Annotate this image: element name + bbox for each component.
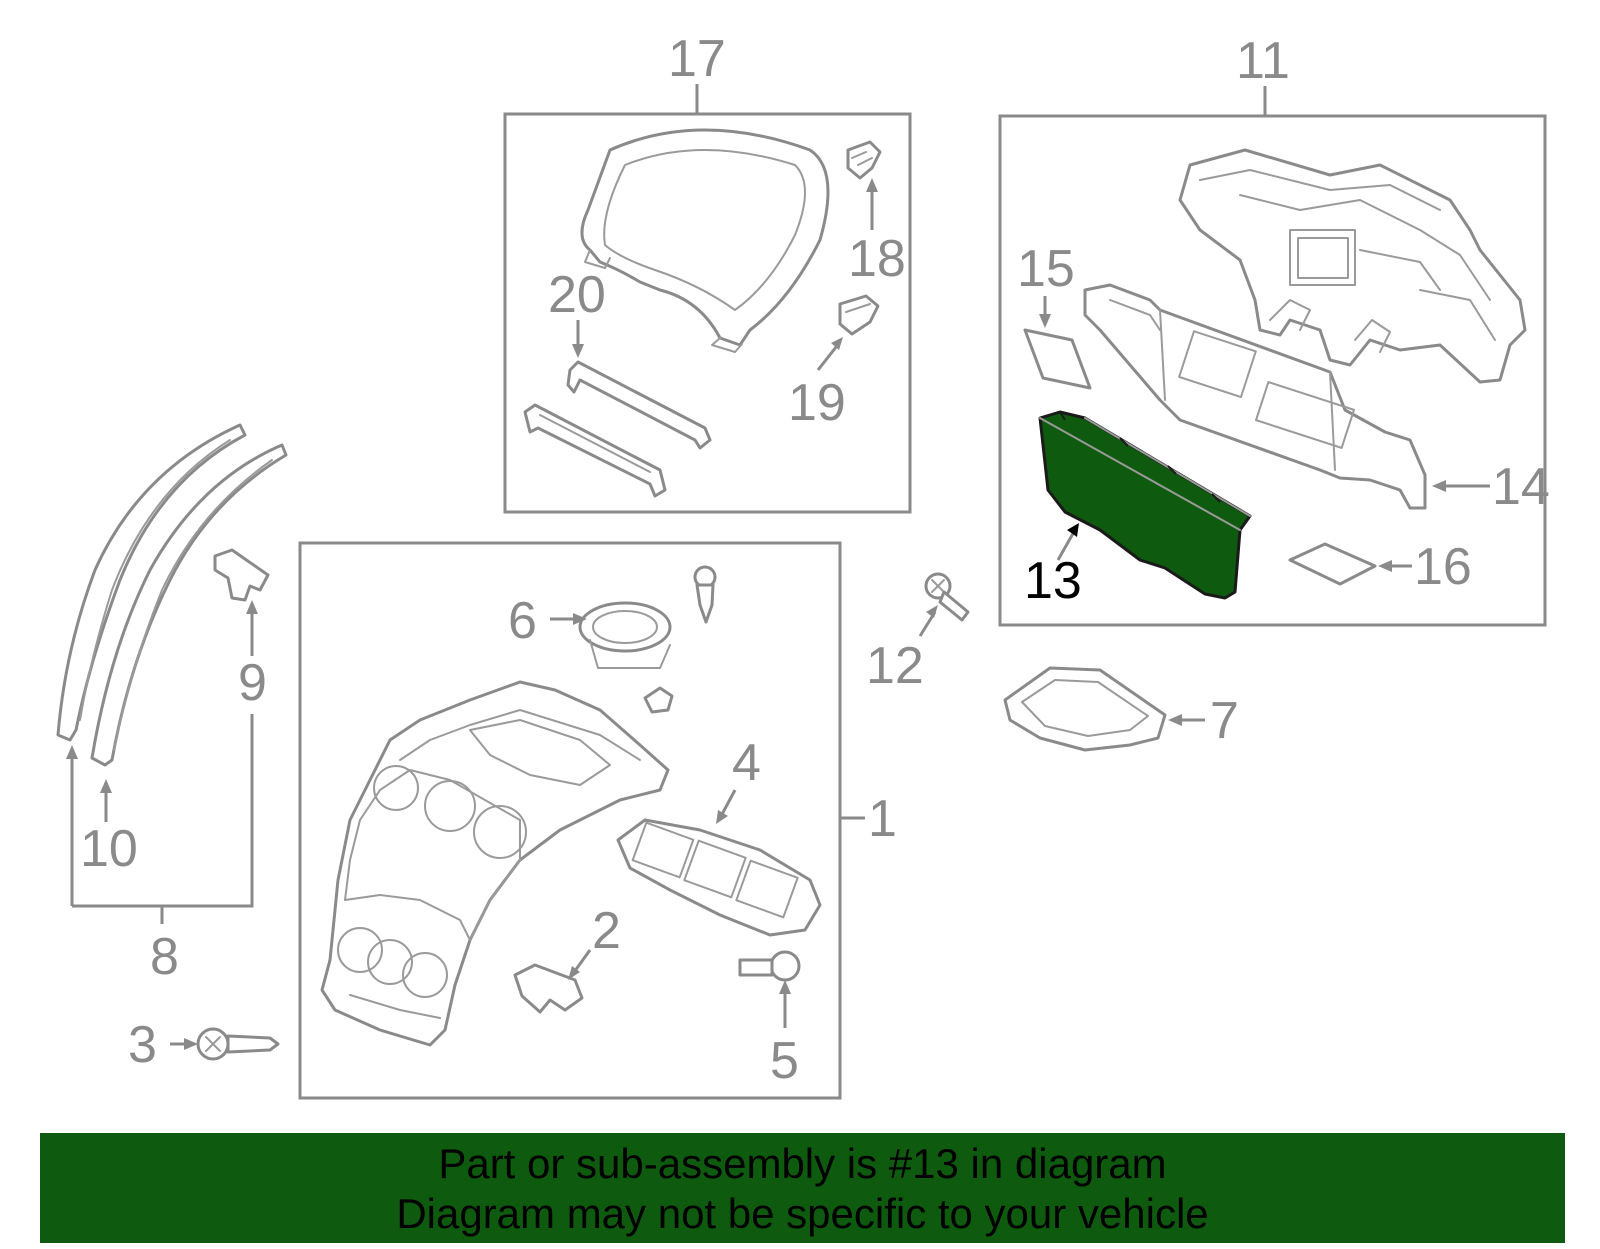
group-box-17: [503, 112, 912, 514]
callout-3: 3: [128, 1016, 157, 1074]
callout-20: 20: [548, 266, 606, 324]
bracket-assembly-part: [1178, 148, 1527, 384]
callout-1: 1: [868, 790, 897, 848]
group-box-1: [298, 541, 842, 1100]
callout-16: 16: [1414, 538, 1472, 596]
callout-7: 7: [1210, 692, 1239, 750]
callout-4: 4: [732, 734, 761, 792]
side-trim-10-part: [56, 423, 288, 767]
screw-5-part: [738, 950, 801, 982]
callout-9: 9: [238, 654, 267, 712]
cluster-hood-part: [580, 128, 830, 353]
speaker-6-part: [578, 601, 674, 714]
callout-12: 12: [866, 637, 924, 695]
group-box-11: [998, 114, 1547, 627]
display-unit-13-part: [1038, 410, 1252, 600]
callout-18: 18: [848, 230, 906, 288]
clip-18-part: [846, 140, 882, 180]
callout-2: 2: [592, 902, 621, 960]
banner-line-1: Part or sub-assembly is #13 in diagram: [438, 1140, 1167, 1187]
lens-15-part: [1023, 328, 1092, 390]
trim-strip-20-part: [523, 360, 712, 498]
clip-2-part: [513, 963, 584, 1014]
bezel-panel-14-part: [1083, 283, 1427, 510]
bezel-ring-7-part: [1003, 666, 1167, 752]
callout-11: 11: [1236, 32, 1290, 90]
callout-10: 10: [80, 820, 138, 878]
screw-12-part: [924, 572, 970, 622]
vent-4-part: [616, 818, 822, 937]
clip-19-part: [838, 294, 880, 336]
callout-14: 14: [1492, 458, 1550, 516]
callout-6: 6: [508, 592, 537, 650]
center-panel-1-part: [320, 680, 670, 1047]
cover-16-part: [1288, 542, 1377, 586]
clip-9-part: [213, 548, 270, 602]
callout-8: 8: [150, 928, 179, 986]
callout-13: 13: [1024, 552, 1082, 610]
screw-part: [693, 565, 717, 624]
info-banner: Part or sub-assembly is #13 in diagram D…: [40, 1133, 1565, 1243]
callout-19: 19: [788, 374, 846, 432]
banner-line-2: Diagram may not be specific to your vehi…: [396, 1190, 1209, 1237]
callout-17: 17: [668, 30, 726, 88]
callout-15: 15: [1017, 240, 1075, 298]
callout-5: 5: [770, 1032, 799, 1090]
screw-3-part: [196, 1027, 280, 1061]
